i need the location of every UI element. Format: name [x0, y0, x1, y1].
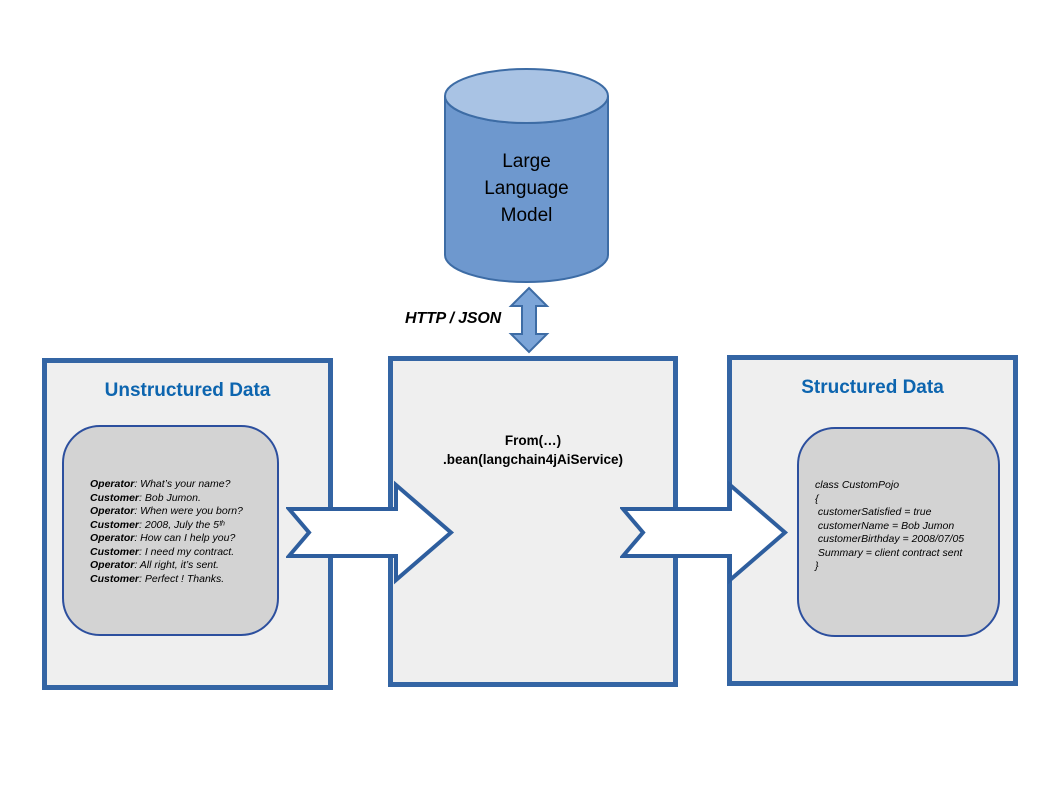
dialog-line: Operator: All right, it’s sent.	[90, 559, 243, 573]
code-line: }	[815, 560, 819, 572]
dialog-utterance: : What’s your name?	[134, 478, 231, 490]
llm-label-line: Language	[484, 178, 569, 199]
dialog-utterance: : 2008, July the 5ᵗʰ	[139, 518, 225, 531]
llm-label-line: Model	[500, 205, 553, 226]
dialog-utterance: : How can I help you?	[134, 532, 236, 544]
code-line: customerSatisfied = true	[815, 506, 932, 518]
transform-code: From(…) .bean(langchain4jAiService)	[393, 432, 673, 469]
speaker-name: Customer	[90, 518, 140, 531]
code-line: Summary = client contract sent	[815, 546, 963, 559]
speaker-name: Operator	[90, 505, 135, 517]
dialog-utterance: : Perfect ! Thanks.	[139, 572, 225, 585]
code-line: {	[815, 492, 819, 505]
speaker-name: Operator	[90, 478, 135, 490]
code-line: customerName = Bob Jumon	[815, 519, 955, 532]
unstructured-data-box: Unstructured Data Operator: What’s your …	[42, 358, 333, 690]
cylinder-top	[444, 68, 609, 124]
speaker-name: Customer	[90, 572, 140, 585]
pojo-panel: class CustomPojo { customerSatisfied = t…	[797, 427, 1000, 637]
llm-label-line: Large	[502, 151, 551, 172]
dialog-line: Operator: How can I help you?	[90, 532, 243, 546]
transform-code-line: .bean(langchain4jAiService)	[442, 451, 624, 467]
speaker-name: Operator	[90, 559, 135, 571]
speaker-name: Customer	[90, 491, 140, 504]
dialog-line: Customer: Perfect ! Thanks.	[90, 573, 243, 587]
dialog-utterance: : All right, it’s sent.	[134, 559, 219, 571]
structured-data-title: Structured Data	[801, 377, 944, 398]
dialog-utterance: : I need my contract.	[139, 545, 235, 558]
pojo-code-block: class CustomPojo { customerSatisfied = t…	[815, 479, 964, 574]
transform-code-line: From(…)	[504, 433, 562, 448]
dialog-line: Operator: When were you born?	[90, 505, 243, 519]
dialog-line: Customer: 2008, July the 5ᵗʰ	[90, 519, 243, 533]
dialog-utterance: : When were you born?	[134, 505, 243, 517]
dialog-panel: Operator: What’s your name? Customer: Bo…	[62, 425, 279, 636]
double-arrow-icon	[508, 286, 550, 354]
right-arrow-icon	[620, 480, 789, 585]
unstructured-data-title: Unstructured Data	[104, 380, 271, 401]
llm-label: Large Language Model	[443, 148, 610, 229]
code-line: customerBirthday = 2008/07/05	[815, 533, 965, 545]
dialog-line: Operator: What’s your name?	[90, 478, 243, 492]
dialog-text-block: Operator: What’s your name? Customer: Bo…	[90, 478, 243, 586]
speaker-name: Operator	[90, 532, 135, 544]
code-line: class CustomPojo	[815, 479, 900, 491]
protocol-label: HTTP / JSON	[405, 310, 501, 327]
dialog-utterance: : Bob Jumon.	[139, 491, 201, 504]
speaker-name: Customer	[90, 545, 140, 558]
right-arrow-icon	[286, 480, 455, 585]
llm-cylinder-shape	[444, 68, 609, 283]
dialog-line: Customer: I need my contract.	[90, 546, 243, 560]
dialog-line: Customer: Bob Jumon.	[90, 492, 243, 506]
structured-data-box: Structured Data class CustomPojo { custo…	[727, 355, 1018, 686]
